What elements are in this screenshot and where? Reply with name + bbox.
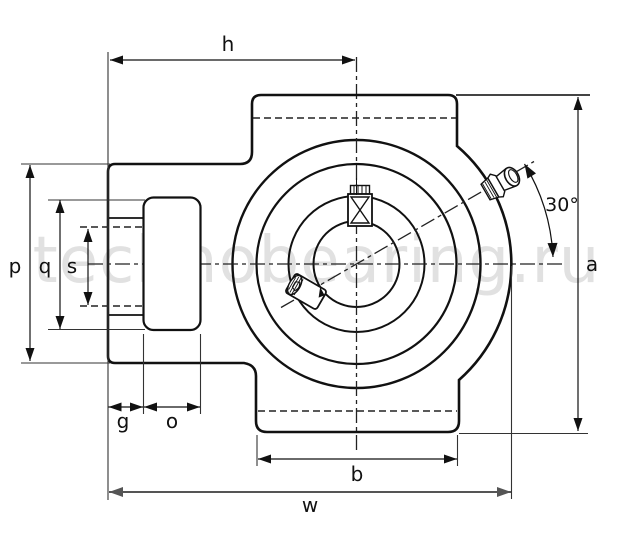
arrow-o-right	[187, 402, 200, 412]
dimension-lines	[29, 59, 579, 493]
arrow-h-right	[342, 55, 355, 65]
set-screw-thread-cap	[349, 184, 371, 195]
guide-rail-block	[142, 196, 202, 332]
dim-label-b: b	[351, 462, 364, 486]
arrow-q-top	[55, 200, 65, 213]
set-screw-top	[347, 178, 373, 227]
lower-screw-shadow	[318, 286, 325, 298]
arrow-q-bottom	[55, 316, 65, 329]
dim-label-w: w	[302, 493, 318, 517]
grease-fitting	[480, 166, 521, 201]
lower-screw-hex-socket	[291, 281, 301, 292]
arrow-p-top	[25, 165, 35, 178]
arrow-w-right	[497, 487, 511, 497]
dim-label-s: s	[67, 254, 77, 278]
dimension-labels: h a p q s g o b w 30°	[9, 32, 598, 517]
arrow-b-left	[258, 454, 271, 464]
grease-fitting-cap-ring	[508, 169, 519, 183]
arrow-angle-top	[524, 164, 536, 179]
arrow-b-right	[444, 454, 457, 464]
grease-fitting-thread-hatch	[482, 179, 497, 199]
arrow-s-top	[83, 229, 93, 242]
arrow-a-top	[573, 97, 583, 110]
arrow-w-left	[109, 487, 123, 497]
arrow-o-left	[144, 402, 157, 412]
arrow-a-bottom	[573, 418, 583, 431]
dim-label-angle: 30°	[545, 194, 579, 216]
arrow-g-left	[108, 402, 122, 412]
extension-lines	[21, 52, 590, 500]
grease-fitting-hex	[487, 173, 506, 198]
dim-label-o: o	[166, 409, 178, 433]
set-screw-thread-hatch	[353, 185, 367, 194]
channel-interior-lines	[80, 196, 202, 332]
dim-label-h: h	[222, 32, 235, 56]
set-screw-hourglass	[349, 196, 371, 224]
dim-label-a: a	[586, 252, 598, 276]
dimension-arrowheads	[25, 55, 583, 497]
arrow-h-left	[110, 55, 123, 65]
arrow-angle-bottom	[547, 242, 558, 257]
set-screw-lower	[285, 273, 327, 310]
arrow-g-right	[130, 402, 143, 412]
arrow-s-bottom	[83, 292, 93, 305]
dim-label-p: p	[9, 254, 22, 278]
dim-label-q: q	[39, 254, 52, 278]
arrow-p-bottom	[25, 348, 35, 361]
dim-label-g: g	[117, 409, 130, 433]
